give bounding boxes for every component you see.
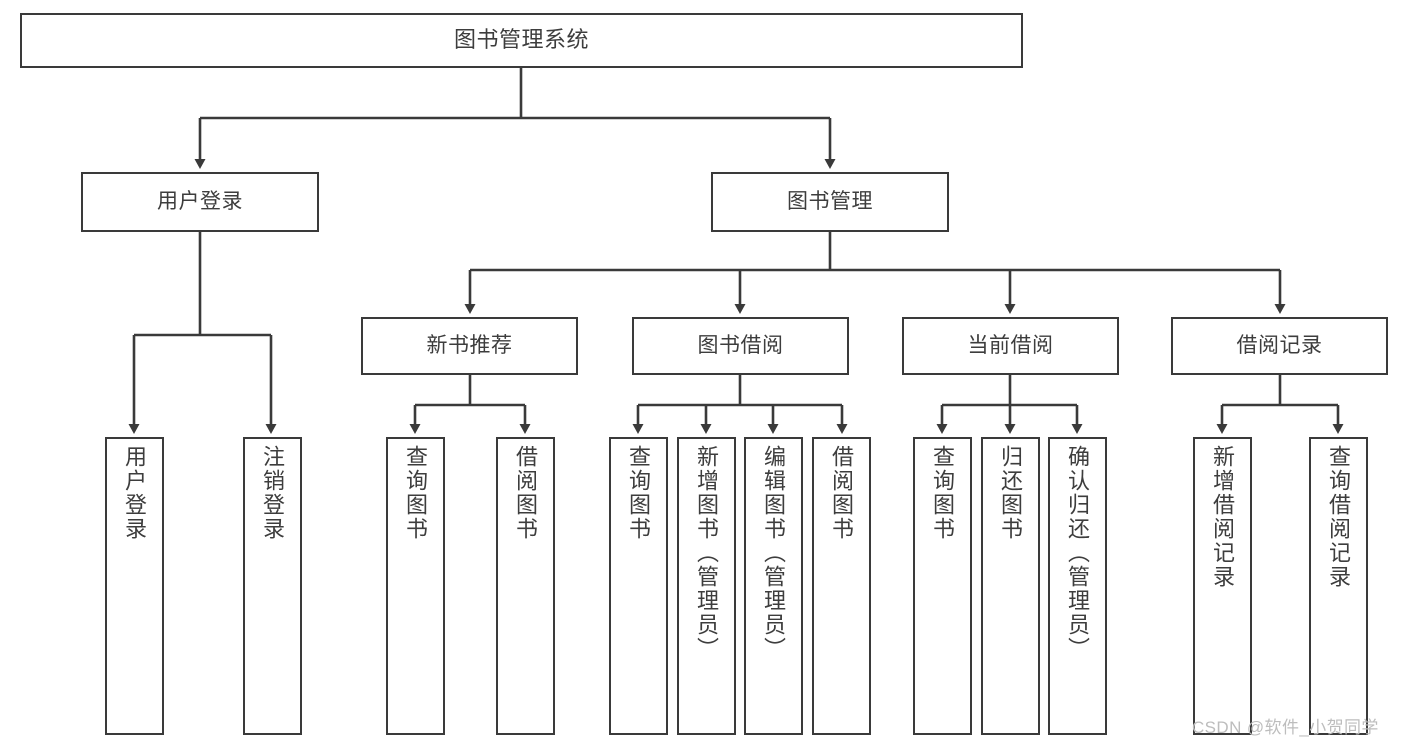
leaf-confirm-return-admin[interactable]: 确认归还（管理员） — [1048, 437, 1107, 735]
node-label: 新书推荐 — [426, 334, 513, 358]
node-label: 注销登录 — [260, 445, 286, 541]
leaf-query-book-borrow[interactable]: 查询图书 — [609, 437, 668, 735]
node-label: 图书借阅 — [697, 334, 784, 358]
leaf-add-book-admin[interactable]: 新增图书（管理员） — [677, 437, 736, 735]
node-label: 用户登录 — [122, 445, 148, 541]
node-root-system[interactable]: 图书管理系统 — [20, 13, 1023, 68]
leaf-edit-book-admin[interactable]: 编辑图书（管理员） — [744, 437, 803, 735]
node-label: 借阅图书 — [829, 445, 855, 541]
node-label: 查询图书 — [403, 445, 429, 541]
leaf-borrow-book-recommend[interactable]: 借阅图书 — [496, 437, 555, 735]
leaf-logout[interactable]: 注销登录 — [243, 437, 302, 735]
leaf-return-book[interactable]: 归还图书 — [981, 437, 1040, 735]
node-book-management[interactable]: 图书管理 — [711, 172, 949, 232]
node-label: 用户登录 — [157, 190, 243, 214]
node-current-borrow[interactable]: 当前借阅 — [902, 317, 1119, 375]
node-label: 借阅图书 — [513, 445, 539, 541]
leaf-query-borrow-record[interactable]: 查询借阅记录 — [1309, 437, 1368, 735]
node-label: 查询借阅记录 — [1326, 445, 1352, 589]
node-label: 确认归还（管理员） — [1065, 445, 1091, 661]
node-label: 新增图书（管理员） — [694, 445, 720, 661]
node-label: 查询图书 — [626, 445, 652, 541]
node-label: 新增借阅记录 — [1210, 445, 1236, 589]
node-label: 当前借阅 — [967, 334, 1054, 358]
leaf-add-borrow-record[interactable]: 新增借阅记录 — [1193, 437, 1252, 735]
leaf-user-login[interactable]: 用户登录 — [105, 437, 164, 735]
node-label: 借阅记录 — [1236, 334, 1323, 358]
leaf-borrow-book[interactable]: 借阅图书 — [812, 437, 871, 735]
node-new-book-recommend[interactable]: 新书推荐 — [361, 317, 578, 375]
node-label: 归还图书 — [998, 445, 1024, 541]
leaf-query-book-current[interactable]: 查询图书 — [913, 437, 972, 735]
node-label: 编辑图书（管理员） — [761, 445, 787, 661]
node-user-login[interactable]: 用户登录 — [81, 172, 319, 232]
node-label: 图书管理系统 — [453, 27, 589, 53]
leaf-query-book-recommend[interactable]: 查询图书 — [386, 437, 445, 735]
node-label: 图书管理 — [787, 190, 873, 214]
node-label: 查询图书 — [930, 445, 956, 541]
csdn-watermark: CSDN @软件_小贺同学 — [1192, 718, 1379, 737]
node-borrow-record[interactable]: 借阅记录 — [1171, 317, 1388, 375]
node-book-borrow[interactable]: 图书借阅 — [632, 317, 849, 375]
